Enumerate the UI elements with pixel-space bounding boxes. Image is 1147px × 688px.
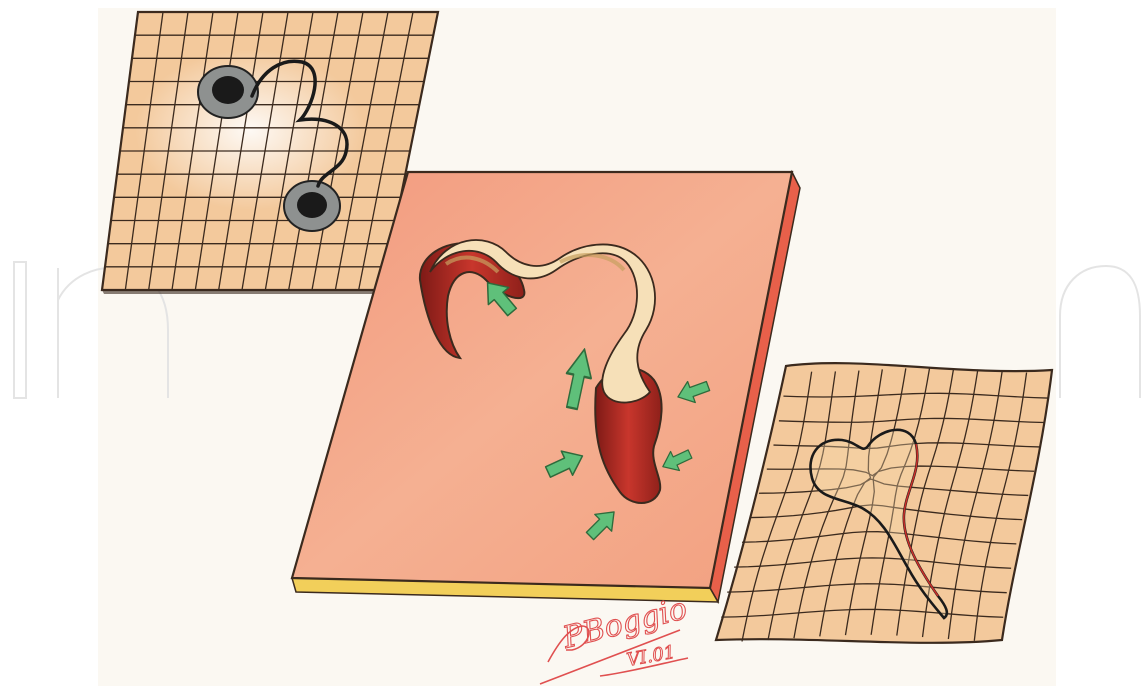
circle-marker-bottom: [284, 181, 340, 231]
circle-marker-top: [198, 66, 258, 118]
